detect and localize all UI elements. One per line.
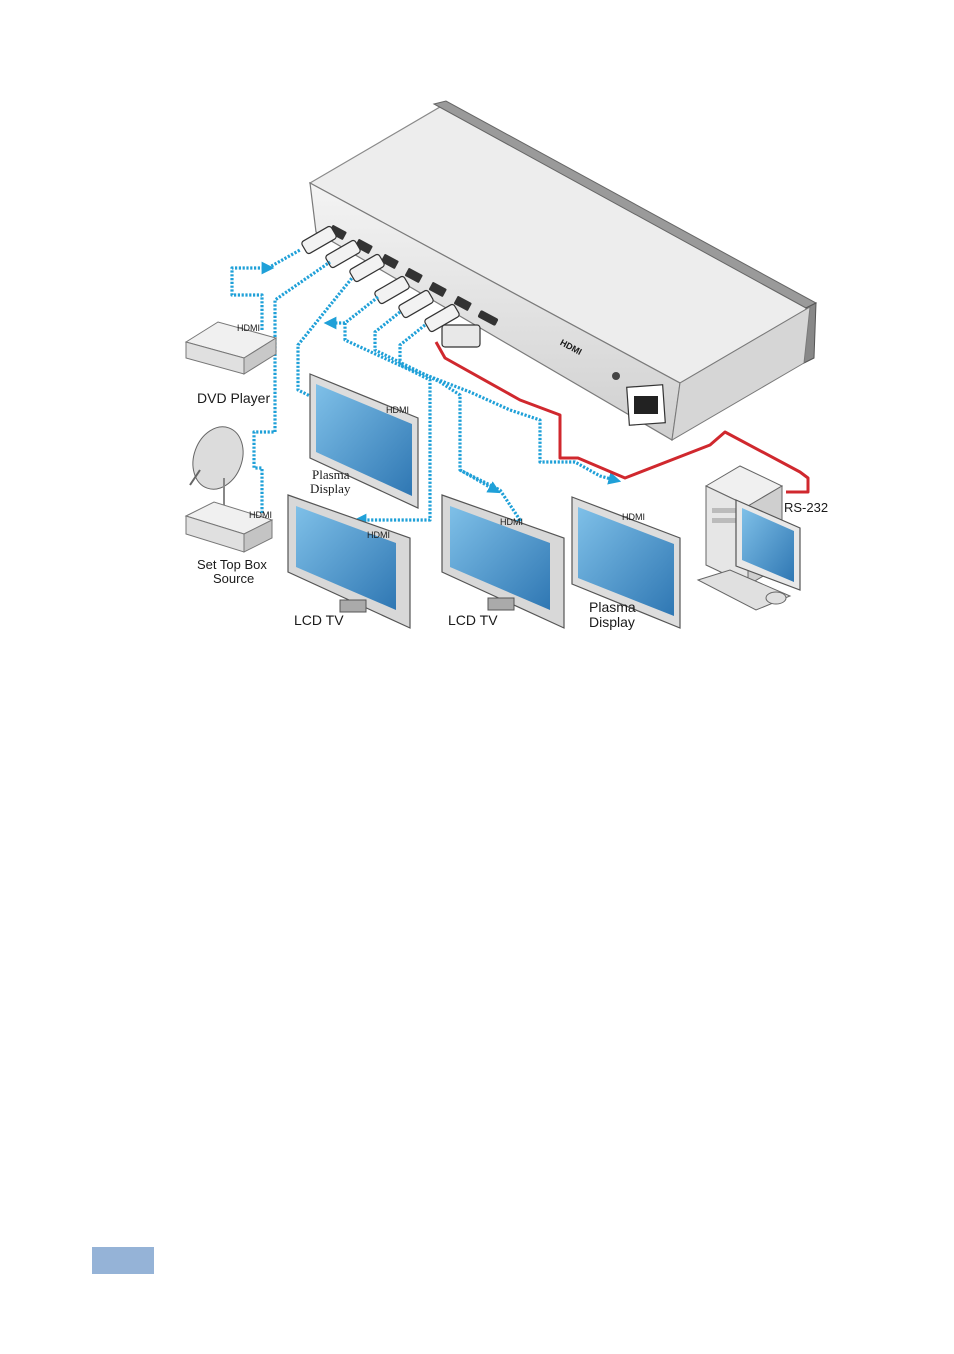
lcd-1-hdmi-label: HDMI [367, 530, 390, 540]
cable-connectors [301, 225, 481, 348]
rs232-label: RS-232 [784, 500, 828, 515]
lcd-tv-2: HDMI LCD TV [441, 494, 565, 629]
stb-hdmi-label: HDMI [249, 510, 272, 520]
lcd-tv-1-label: LCD TV [294, 612, 344, 628]
lcd-2-hdmi-label: HDMI [500, 517, 523, 527]
connection-diagram: HDMI HDMI DVD Player [184, 100, 828, 630]
plasma-display-2: HDMI Plasma Display [571, 496, 681, 630]
rs232-cable [434, 341, 810, 494]
plasma-1-hdmi-label: HDMI [386, 405, 409, 415]
dvd-player-label: DVD Player [197, 390, 270, 406]
plasma-2-label-1: Plasma [589, 599, 636, 615]
set-top-box: HDMI Set Top Box Source [184, 501, 274, 586]
lcd-tv-2-label: LCD TV [448, 612, 498, 628]
set-top-box-label-2: Source [213, 571, 254, 586]
dvd-hdmi-label: HDMI [237, 323, 260, 333]
hdmi-cables [230, 248, 622, 532]
plasma-display-1: HDMI Plasma Display [309, 373, 419, 509]
plasma-1-label-2: Display [310, 481, 351, 496]
dvd-player: HDMI DVD Player [184, 321, 278, 406]
pc-computer: RS-232 [696, 465, 828, 611]
lcd-tv-1: HDMI LCD TV [287, 494, 411, 629]
plasma-1-label-1: Plasma [312, 467, 350, 482]
plasma-2-label-2: Display [589, 614, 635, 630]
page-number-tab [92, 1247, 154, 1274]
plasma-2-hdmi-label: HDMI [622, 512, 645, 522]
set-top-box-label-1: Set Top Box [197, 557, 267, 572]
matrix-switcher: HDMI [308, 100, 818, 441]
satellite-dish [189, 426, 244, 512]
